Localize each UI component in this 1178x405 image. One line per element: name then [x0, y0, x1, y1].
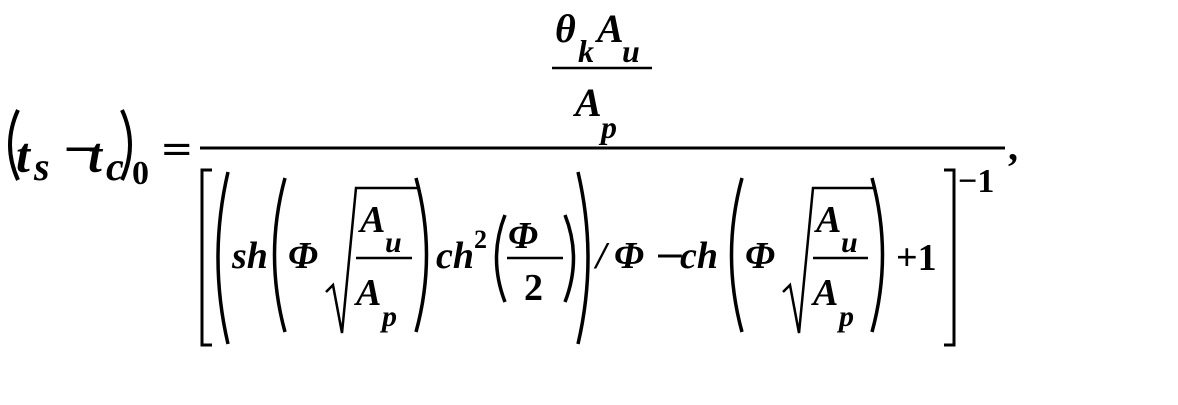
lhs-sub-c: c — [106, 144, 124, 189]
big-right-paren — [576, 171, 590, 345]
den-sh: sh — [231, 235, 268, 277]
sqrt2-sub-u: u — [841, 226, 858, 259]
num-sub-k: k — [578, 33, 594, 69]
lhs-right-paren — [120, 109, 132, 181]
sqrt1-radical — [325, 186, 418, 334]
num-sub-p: p — [598, 109, 617, 145]
numerator: θ k A u A p — [552, 6, 652, 145]
lhs-left-paren — [8, 109, 20, 181]
den-square: 2 — [474, 225, 487, 254]
sqrt2-sub-p: p — [836, 300, 854, 333]
num-A: A — [594, 6, 624, 51]
lhs-expression: t s − t c 0 = — [8, 109, 194, 192]
sh-arg-left-paren — [272, 177, 287, 333]
sqrt1-sub-p: p — [379, 300, 397, 333]
den-slash: / — [593, 235, 610, 277]
den-minus: − — [654, 233, 686, 277]
den-two: 2 — [524, 267, 543, 309]
lhs-sub-s: s — [33, 144, 50, 189]
lhs-sub-zero: 0 — [132, 155, 149, 192]
right-square-bracket — [944, 168, 956, 347]
sqrt1-sub-u: u — [385, 226, 402, 259]
lhs-minus: − — [62, 123, 99, 174]
num-theta: θ — [555, 6, 576, 51]
den-Phi2: Φ — [508, 215, 538, 257]
denominator: sh Φ A u A p ch 2 Φ 2 / Φ − ch Φ A u A — [200, 163, 994, 347]
sqrt1-Ap: A — [354, 272, 381, 314]
num-Ap: A — [572, 80, 602, 125]
sqrt2-Ap: A — [811, 272, 838, 314]
den-exponent: −1 — [958, 163, 994, 200]
den-Phi4: Φ — [745, 235, 775, 277]
sh-arg-right-paren — [414, 177, 429, 333]
den-ch1: ch — [436, 235, 474, 277]
num-sub-u: u — [622, 33, 640, 69]
den-Phi1: Φ — [288, 235, 318, 277]
lhs-t1: t — [16, 127, 32, 183]
left-square-bracket — [200, 168, 212, 347]
ch-arg-left-paren — [729, 177, 744, 333]
equals-sign: = — [160, 126, 194, 172]
den-plus-one: +1 — [896, 237, 937, 279]
half-left-paren — [494, 214, 507, 303]
sqrt2-radical — [782, 186, 873, 334]
trailing-comma: , — [1008, 124, 1018, 169]
den-ch2: ch — [680, 235, 718, 277]
sqrt2-A: A — [814, 199, 841, 241]
big-left-paren — [216, 171, 230, 345]
lhs-t2: t — [88, 127, 104, 183]
half-right-paren — [563, 214, 576, 303]
den-Phi3: Φ — [614, 235, 644, 277]
sqrt1-A: A — [358, 199, 385, 241]
ch-arg-right-paren — [870, 177, 885, 333]
